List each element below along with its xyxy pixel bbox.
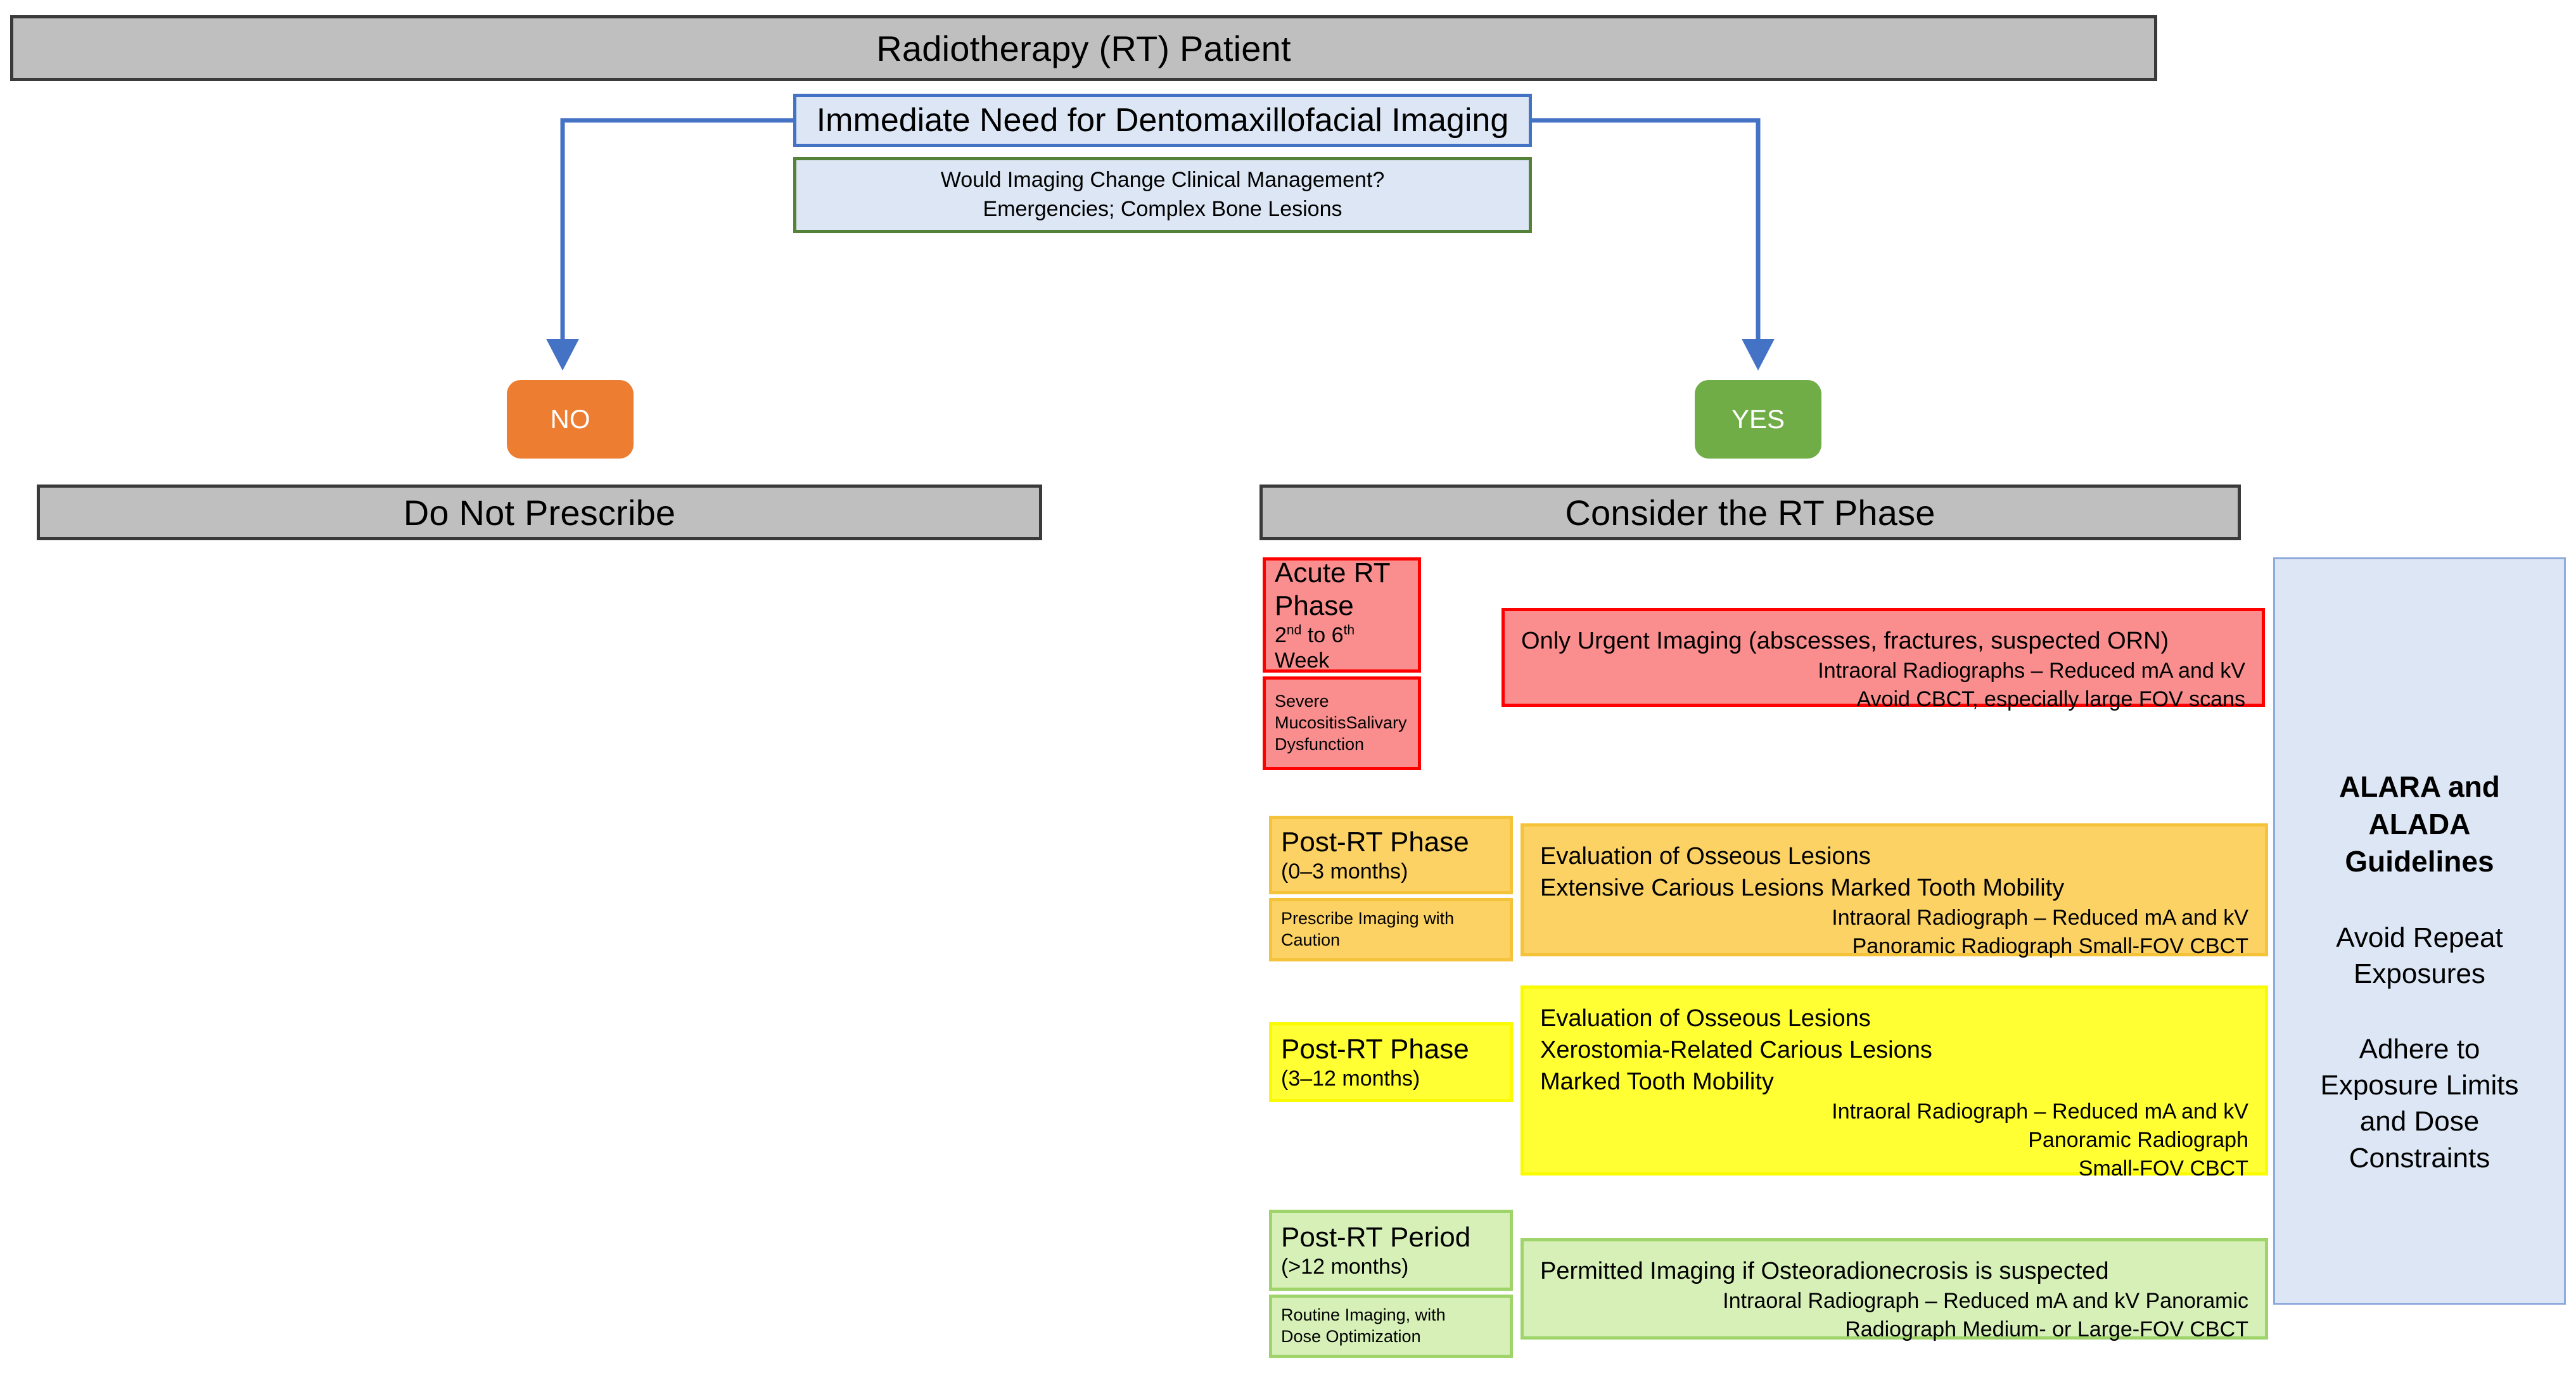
phase-post-rt-3-12-title-box: Post-RT Phase (3–12 months) (1269, 1022, 1513, 1102)
alara-heading-line-3: Guidelines (2345, 844, 2494, 878)
page-title-bar: Radiotherapy (RT) Patient (10, 15, 2157, 81)
phase-acute-body-right-1: Intraoral Radiographs – Reduced mA and k… (1818, 659, 2245, 683)
branch-yes-label: YES (1731, 404, 1785, 434)
criteria-line-1: Would Imaging Change Clinical Management… (940, 168, 1385, 193)
phase-0-3-title-line-2: (0–3 months) (1281, 859, 1408, 884)
phase-acute-sub-line-1: Severe (1275, 692, 1329, 711)
alara-body2-line-2: Exposure Limits (2320, 1070, 2519, 1101)
phase-post-rt-3-12-content-box: Evaluation of Osseous Lesions Xerostomia… (1521, 985, 2268, 1181)
phase-3-12-body-left-1: Evaluation of Osseous Lesions (1540, 1005, 1871, 1032)
phase-acute-title-line-2: Phase (1275, 590, 1354, 621)
outcome-do-not-prescribe-bar: Do Not Prescribe (37, 485, 1042, 540)
phase-3-12-title-line-1: Post-RT Phase (1281, 1033, 1469, 1065)
phase-acute-sub-line-2: MucositisSalivary (1275, 713, 1407, 733)
phase-acute-sub-line-3: Dysfunction (1275, 734, 1365, 754)
phase-0-3-body-right-2: Panoramic Radiograph Small-FOV CBCT (1852, 934, 2248, 959)
phase-12plus-title-line-2: (>12 months) (1281, 1254, 1409, 1279)
phase-post-rt-12plus-sub-box: Routine Imaging, with Dose Optimization (1269, 1295, 1513, 1358)
alara-body2-line-4: Constraints (2349, 1142, 2490, 1174)
branch-no-pill[interactable]: NO (507, 380, 634, 459)
phase-0-3-body-left-1: Evaluation of Osseous Lesions (1540, 843, 1871, 870)
decision-criteria-box: Would Imaging Change Clinical Management… (793, 157, 1532, 233)
phase-0-3-sub-line-2: Caution (1281, 930, 1341, 949)
phase-3-12-title-line-2: (3–12 months) (1281, 1066, 1420, 1091)
phase-acute-rt-title-box: Acute RT Phase 2nd to 6th Week (1263, 557, 1421, 673)
phase-post-rt-0-3-sub-box: Prescribe Imaging with Caution (1269, 898, 1513, 961)
criteria-line-2: Emergencies; Complex Bone Lesions (983, 197, 1342, 221)
phase-3-12-body-left-3: Marked Tooth Mobility (1540, 1068, 1774, 1096)
phase-3-12-body-right-3: Small-FOV CBCT (2078, 1156, 2248, 1181)
phase-12plus-sub-line-1: Routine Imaging, with (1281, 1305, 1446, 1325)
phase-0-3-sub-line-1: Prescribe Imaging with (1281, 909, 1455, 928)
phase-acute-title-line-1: Acute RT (1275, 557, 1391, 588)
phase-12plus-title-line-1: Post-RT Period (1281, 1221, 1471, 1253)
phase-acute-body-right-2: Avoid CBCT, especially large FOV scans (1856, 687, 2245, 712)
page-title: Radiotherapy (RT) Patient (876, 28, 1291, 68)
alara-body1-line-1: Avoid Repeat (2336, 922, 2503, 953)
alara-heading-line-2: ALADA (2368, 807, 2471, 840)
alara-heading-line-1: ALARA and (2339, 770, 2500, 803)
outcome-consider-rt-phase-bar: Consider the RT Phase (1259, 485, 2241, 540)
phase-0-3-title-line-1: Post-RT Phase (1281, 826, 1469, 858)
decision-question-box[interactable]: Immediate Need for Dentomaxillofacial Im… (793, 94, 1532, 147)
alara-alada-panel: ALARA and ALADA Guidelines Avoid Repeat … (2273, 557, 2566, 1305)
phase-0-3-body-right-1: Intraoral Radiograph – Reduced mA and kV (1832, 906, 2248, 930)
branch-no-label: NO (550, 404, 590, 434)
phase-acute-timing: 2nd to 6th Week (1275, 623, 1355, 673)
alara-body1-line-2: Exposures (2354, 958, 2485, 989)
decision-question-label: Immediate Need for Dentomaxillofacial Im… (816, 102, 1509, 139)
phase-post-rt-12plus-content-box: Permitted Imaging if Osteoradionecrosis … (1521, 1238, 2268, 1341)
phase-3-12-body-right-2: Panoramic Radiograph (2028, 1128, 2248, 1153)
phase-acute-rt-content-box: Only Urgent Imaging (abscesses, fracture… (1502, 608, 2265, 711)
phase-3-12-body-right-1: Intraoral Radiograph – Reduced mA and kV (1832, 1099, 2248, 1124)
phase-12plus-body-left-1: Permitted Imaging if Osteoradionecrosis … (1540, 1258, 2109, 1284)
alara-body2-line-1: Adhere to (2359, 1034, 2480, 1065)
branch-yes-pill[interactable]: YES (1695, 380, 1821, 459)
phase-post-rt-0-3-title-box: Post-RT Phase (0–3 months) (1269, 816, 1513, 894)
phase-post-rt-12plus-title-box: Post-RT Period (>12 months) (1269, 1210, 1513, 1291)
phase-3-12-body-left-2: Xerostomia-Related Carious Lesions (1540, 1037, 1932, 1064)
phase-acute-rt-sub-box: Severe MucositisSalivary Dysfunction (1263, 676, 1421, 770)
phase-12plus-body-right-1: Intraoral Radiograph – Reduced mA and kV… (1723, 1289, 2248, 1314)
phase-12plus-sub-line-2: Dose Optimization (1281, 1327, 1421, 1346)
phase-acute-body-left-1: Only Urgent Imaging (abscesses, fracture… (1521, 628, 2169, 654)
phase-12plus-body-right-2: Radiograph Medium- or Large-FOV CBCT (1845, 1317, 2248, 1342)
outcome-do-not-prescribe-label: Do Not Prescribe (403, 492, 676, 533)
outcome-consider-rt-phase-label: Consider the RT Phase (1565, 492, 1935, 533)
phase-post-rt-0-3-content-box: Evaluation of Osseous Lesions Extensive … (1521, 823, 2268, 958)
alara-body2-line-3: and Dose (2359, 1106, 2480, 1137)
phase-0-3-body-left-2: Extensive Carious Lesions Marked Tooth M… (1540, 875, 2065, 902)
